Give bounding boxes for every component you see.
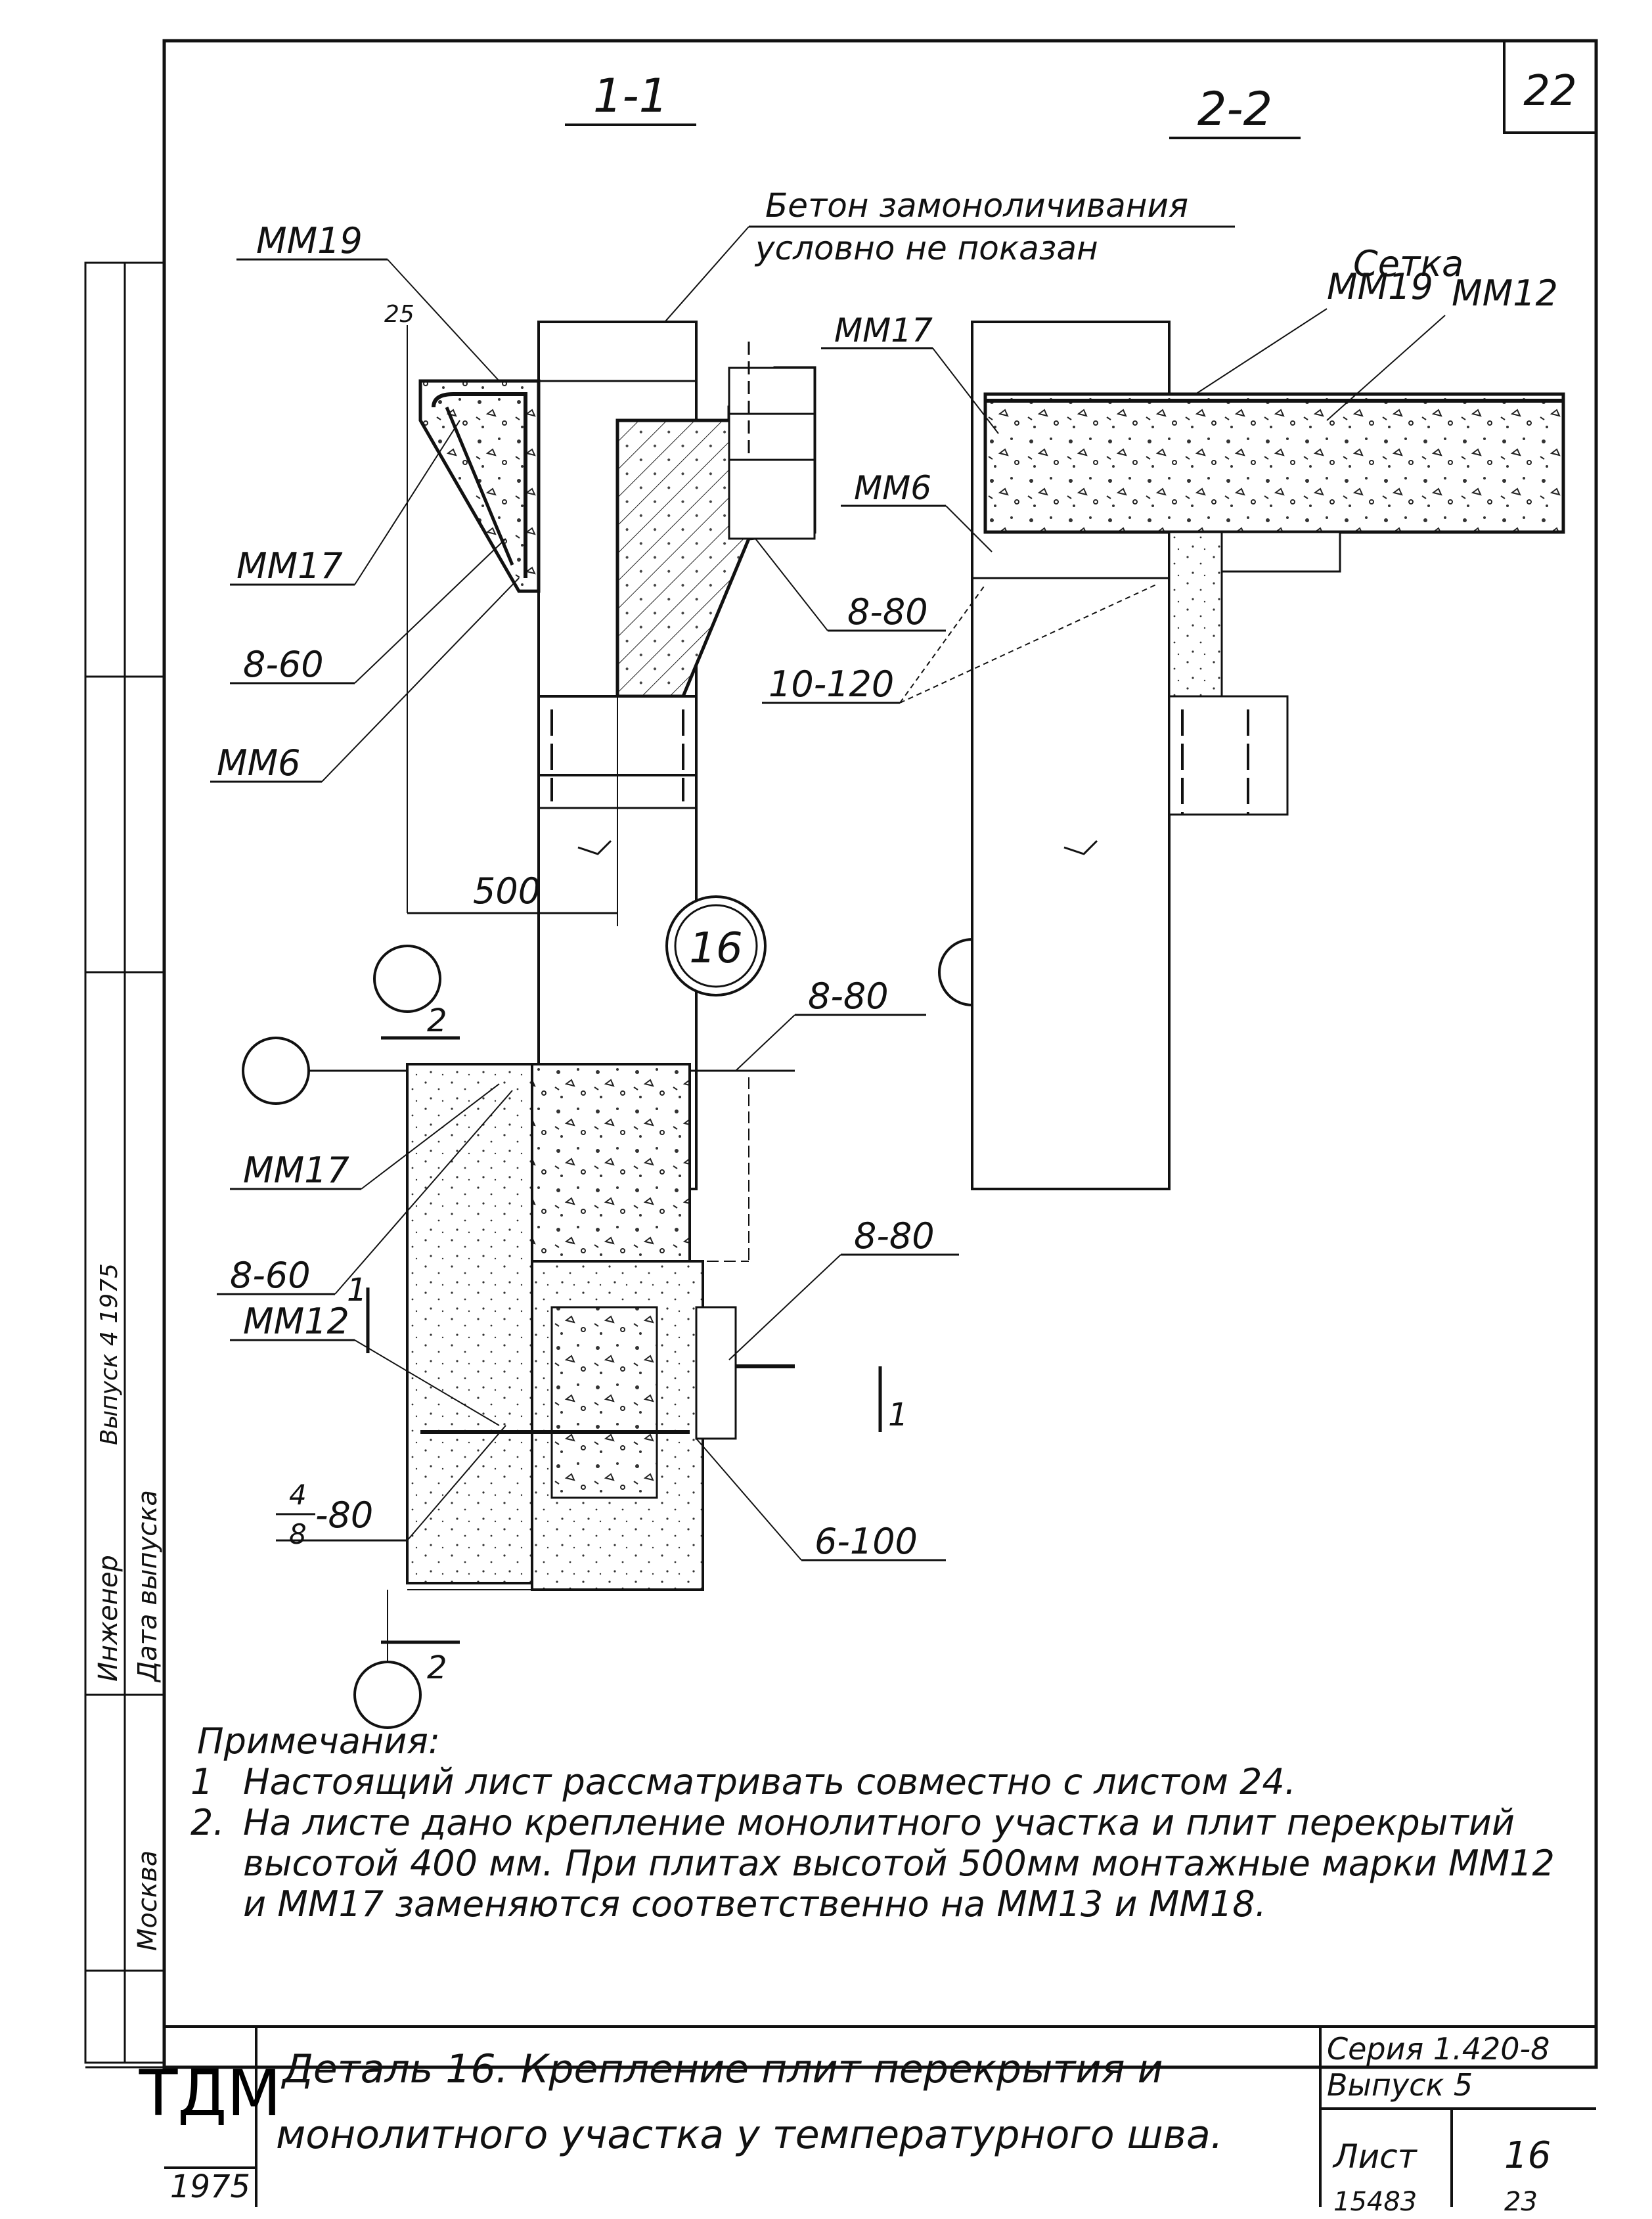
cut-1-left: 1 xyxy=(347,1272,367,1309)
cut-2-bottom: 2 xyxy=(427,1649,447,1686)
label-mm12-a: MM12 xyxy=(1452,273,1558,314)
footer-inventory: 15483 xyxy=(1333,2187,1417,2217)
plan-drawing xyxy=(242,1036,882,1729)
sheet-number: 22 xyxy=(1523,67,1576,116)
label-dim-500: 500 xyxy=(473,870,541,912)
label-mm6-b: MM6 xyxy=(854,469,931,507)
cut-2-top: 2 xyxy=(427,1002,447,1039)
label-weld-4-8-len: -80 xyxy=(315,1494,373,1536)
concrete-note-line2: условно не показан xyxy=(754,229,1098,267)
label-mm17-a: MM17 xyxy=(236,545,343,587)
title-sheet-label: Лист xyxy=(1332,2138,1418,2176)
notes-heading: Примечания: xyxy=(197,1720,441,1762)
label-mm19-a: MM19 xyxy=(256,220,363,261)
section-2-2-drawing xyxy=(971,321,1565,1190)
label-weld-4-8-den: 8 xyxy=(289,1518,307,1550)
title-line-1: Деталь 16. Крепление плит перекрытия и xyxy=(280,2046,1163,2092)
axis-bubble-3 xyxy=(242,1037,310,1105)
title-line-2: монолитного участка у температурного шва… xyxy=(276,2112,1223,2158)
detail-mark: 16 xyxy=(689,924,742,973)
side-stamp xyxy=(84,261,166,2064)
title-block-year: 1975 xyxy=(170,2168,250,2205)
section-title-1-1: 1-1 xyxy=(593,69,668,123)
section-title-2-2: 2-2 xyxy=(1197,82,1272,136)
label-mm17-b: MM17 xyxy=(834,311,933,349)
label-mm6-a: MM6 xyxy=(217,742,301,784)
note-item: 1 Настоящий лист рассматривать совместно… xyxy=(190,1762,1570,1803)
axis-bubble-4 xyxy=(353,1661,422,1729)
notes-block: Примечания: 1 Настоящий лист рассматрива… xyxy=(190,1721,1570,1925)
stamp-engineer: Инженер xyxy=(93,1555,123,1682)
label-8-60-b: 8-60 xyxy=(230,1255,311,1296)
label-6-100: 6-100 xyxy=(815,1521,918,1562)
title-series: Серия 1.420-8 xyxy=(1327,2031,1550,2067)
label-mm19-b: MM19 xyxy=(1327,266,1433,307)
cut-1-right: 1 xyxy=(888,1397,908,1433)
title-sheet-value: 16 xyxy=(1504,2134,1551,2177)
title-block xyxy=(164,2025,1596,2207)
stamp-date-issue: Дата выпуска xyxy=(133,1490,163,1683)
stamp-moscow: Москва xyxy=(133,1850,163,1951)
axis-bubble-1 xyxy=(373,945,441,1013)
note-number: 2. xyxy=(190,1802,225,1843)
label-weld-4-8-num: 4 xyxy=(289,1479,307,1511)
label-8-80-c: 8-80 xyxy=(854,1215,935,1257)
title-issue: Выпуск 5 xyxy=(1327,2067,1473,2103)
note-number: 1 xyxy=(190,1761,213,1803)
note-text: Настоящий лист рассматривать совместно с… xyxy=(243,1761,1296,1803)
concrete-note-line1: Бетон замоноличивания xyxy=(765,187,1188,225)
label-mm17-c: MM17 xyxy=(243,1150,349,1191)
footer-page: 23 xyxy=(1504,2187,1538,2217)
label-10-120: 10-120 xyxy=(769,663,894,705)
label-8-80-a: 8-80 xyxy=(847,591,928,633)
label-8-60-a: 8-60 xyxy=(243,644,324,685)
label-mesh: Сетка xyxy=(1353,243,1463,284)
title-block-org: ТДМ xyxy=(139,2057,281,2130)
stamp-issue-note: Выпуск 4 1975 xyxy=(96,1263,123,1445)
label-8-80-b: 8-80 xyxy=(808,975,889,1017)
section-1-1-drawing xyxy=(418,321,816,1190)
label-mm12-b: MM12 xyxy=(243,1301,349,1342)
note-item: 2. На листе дано крепление монолитного у… xyxy=(190,1803,1570,1925)
note-text: На листе дано крепление монолитного учас… xyxy=(243,1802,1555,1925)
label-dim-25: 25 xyxy=(384,301,414,328)
